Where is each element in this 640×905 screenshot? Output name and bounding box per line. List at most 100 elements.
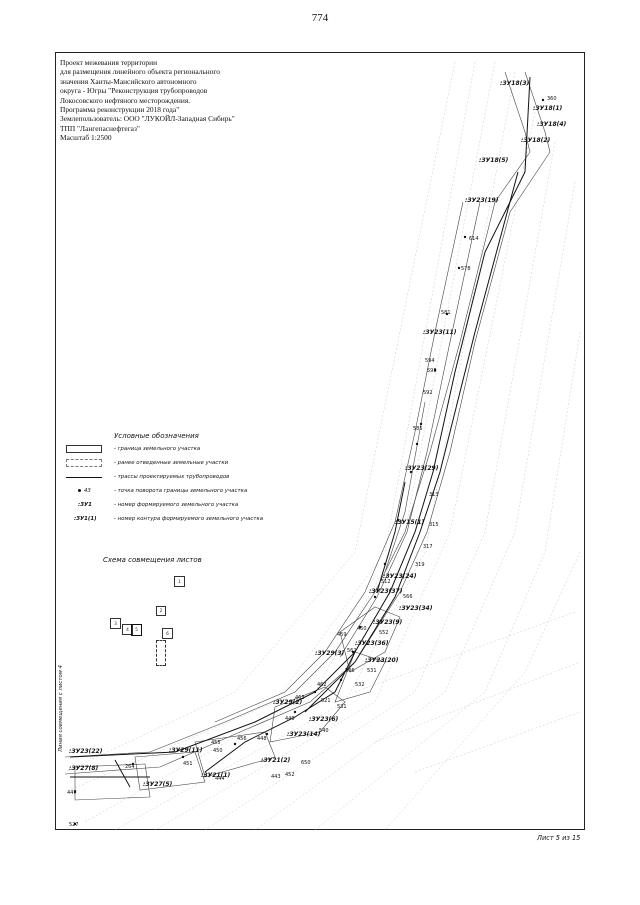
plot-label: :ЗУ23(6) <box>309 716 339 723</box>
point-label: 532 <box>355 682 365 688</box>
point-number: 43 <box>84 488 91 494</box>
title-line: для размещения линейного объекта региона… <box>60 67 220 77</box>
scheme-box: 3 <box>110 618 121 629</box>
legend-text: - номер формируемого земельного участка <box>114 502 239 508</box>
plot-labels: :ЗУ18(3) :ЗУ18(1) :ЗУ18(4) :ЗУ18(2) :ЗУ1… <box>69 80 567 788</box>
legend-text: - точка поворота границы земельного учас… <box>114 488 248 494</box>
plot-label: :ЗУ29(11) <box>169 747 203 754</box>
scheme-box: 2 <box>156 606 166 616</box>
plot-label: :ЗУ15(1) <box>395 519 425 526</box>
point-label: 451 <box>183 761 193 767</box>
title-line: Проект межевания территории <box>60 58 158 67</box>
plot-label: :ЗУ23(20) <box>365 657 399 664</box>
title-line: значения Ханты-Мансийского автономного <box>60 76 197 86</box>
contour-number-symbol: :ЗУ1(1) <box>74 516 97 522</box>
plot-label: :ЗУ18(5) <box>479 157 509 164</box>
map-frame <box>55 52 585 830</box>
point-label: 360 <box>547 96 557 102</box>
plot-label: :ЗУ23(11) <box>423 329 457 336</box>
cadastral-map: :ЗУ18(3) :ЗУ18(1) :ЗУ18(4) :ЗУ18(2) :ЗУ1… <box>64 61 581 830</box>
point-label: 456 <box>237 736 247 742</box>
point-label: 566 <box>403 594 413 600</box>
page-number: 774 <box>311 12 329 24</box>
point-label: 562 <box>347 648 357 654</box>
legend-title: Условные обозначения <box>114 432 199 440</box>
plot-number-symbol: :ЗУ1 <box>78 502 92 508</box>
point-label: 521 <box>321 698 331 704</box>
point-label: 444 <box>215 776 225 782</box>
title-line: Масштаб 1:2500 <box>60 133 112 143</box>
plot-label: :ЗУ27(5) <box>143 781 173 788</box>
plot-label: :ЗУ29(3) <box>315 650 345 657</box>
scheme-box: 1 <box>174 576 185 587</box>
point-label: 650 <box>301 760 311 766</box>
scheme-title: Схема совмещения листов <box>103 556 202 564</box>
map-title-block: Проект межевания территории для размещен… <box>60 58 300 143</box>
point-label: 449 <box>285 716 295 722</box>
plot-label: :ЗУ23(14) <box>287 731 321 738</box>
allocated-symbol <box>66 459 102 467</box>
point-dot-icon <box>78 489 81 492</box>
plot-label: :ЗУ18(2) <box>521 137 551 144</box>
point-label: 506 <box>345 668 355 674</box>
plot-label: :ЗУ23(29) <box>405 465 439 472</box>
point-label: 455 <box>211 740 221 746</box>
boundary-symbol <box>66 445 102 453</box>
point-label: 581 <box>441 310 451 316</box>
point-label: 463 <box>295 695 305 701</box>
point-label: 452 <box>285 772 295 778</box>
point-label: 459 <box>337 632 347 638</box>
title-line: Программа реконструкции 2018 года" <box>60 105 180 115</box>
point-label: 585 <box>413 426 423 432</box>
plot-label: :ЗУ21(2) <box>261 757 291 764</box>
point-label: 264 <box>125 764 135 770</box>
legend-text: - ранее отведенные земельные участки <box>114 460 229 466</box>
plot-label: :ЗУ23(36) <box>355 640 389 647</box>
plot-label: :ЗУ27(8) <box>69 765 99 772</box>
point-label: 592 <box>423 390 433 396</box>
title-line: ТПП "Лангепаснефтегаз" <box>60 123 140 133</box>
plot-label: :ЗУ18(1) <box>533 105 563 112</box>
sheet-join-line-label: Линия совмещения с листом 4 <box>58 665 64 752</box>
point-label: 527 <box>69 822 79 828</box>
turning-points <box>73 98 545 826</box>
point-label: 552 <box>379 630 389 636</box>
point-label: 450 <box>213 748 223 754</box>
point-label: 443 <box>271 774 281 780</box>
point-label: 531 <box>337 704 347 710</box>
point-label: 593 <box>427 368 437 374</box>
point-label: 512 <box>381 579 391 585</box>
point-label: 614 <box>469 236 479 242</box>
point-labels: 360 614 578 581 594 593 592 585 313 315 … <box>67 96 557 828</box>
point-label: 460 <box>357 626 367 632</box>
scheme-box: 6 <box>162 628 173 639</box>
plot-label: :ЗУ23(19) <box>465 197 499 204</box>
point-label: 462 <box>317 682 327 688</box>
plot-label: :ЗУ23(9) <box>373 619 403 626</box>
plot-label: :ЗУ23(24) <box>383 573 417 580</box>
legend-text: - граница земельного участка <box>114 446 201 452</box>
pipeline-symbol <box>66 477 102 478</box>
point-label: 317 <box>423 544 433 550</box>
plot-boundaries <box>64 71 551 801</box>
sheet-footer: Лист 5 из 15 <box>537 834 581 842</box>
plot-label: :ЗУ23(34) <box>399 605 433 612</box>
point-label: 540 <box>319 728 329 734</box>
point-label: 531 <box>367 668 377 674</box>
point-label: 319 <box>415 562 425 568</box>
plot-label: :ЗУ21(1) <box>201 772 231 779</box>
plot-label: :ЗУ23(37) <box>369 588 403 595</box>
scheme-strip <box>156 640 166 666</box>
scheme-box-current: 5 <box>131 624 142 636</box>
legend-text: - номер контура формируемого земельного … <box>114 516 264 522</box>
title-line: Локосовского нефтяного месторождения. <box>60 95 191 105</box>
point-label: 313 <box>429 492 439 498</box>
plot-label: :ЗУ29(2) <box>273 699 303 706</box>
point-label: 594 <box>425 358 435 364</box>
scheme-box: 4 <box>122 624 133 635</box>
point-label: 447 <box>67 790 77 796</box>
plot-label: :ЗУ18(3) <box>500 80 530 87</box>
title-line: Землепользователь: ООО "ЛУКОЙЛ-Западная … <box>60 114 235 124</box>
point-label: 578 <box>461 266 471 272</box>
legend-text: - трассы проектируемых трубопроводов <box>114 474 230 480</box>
